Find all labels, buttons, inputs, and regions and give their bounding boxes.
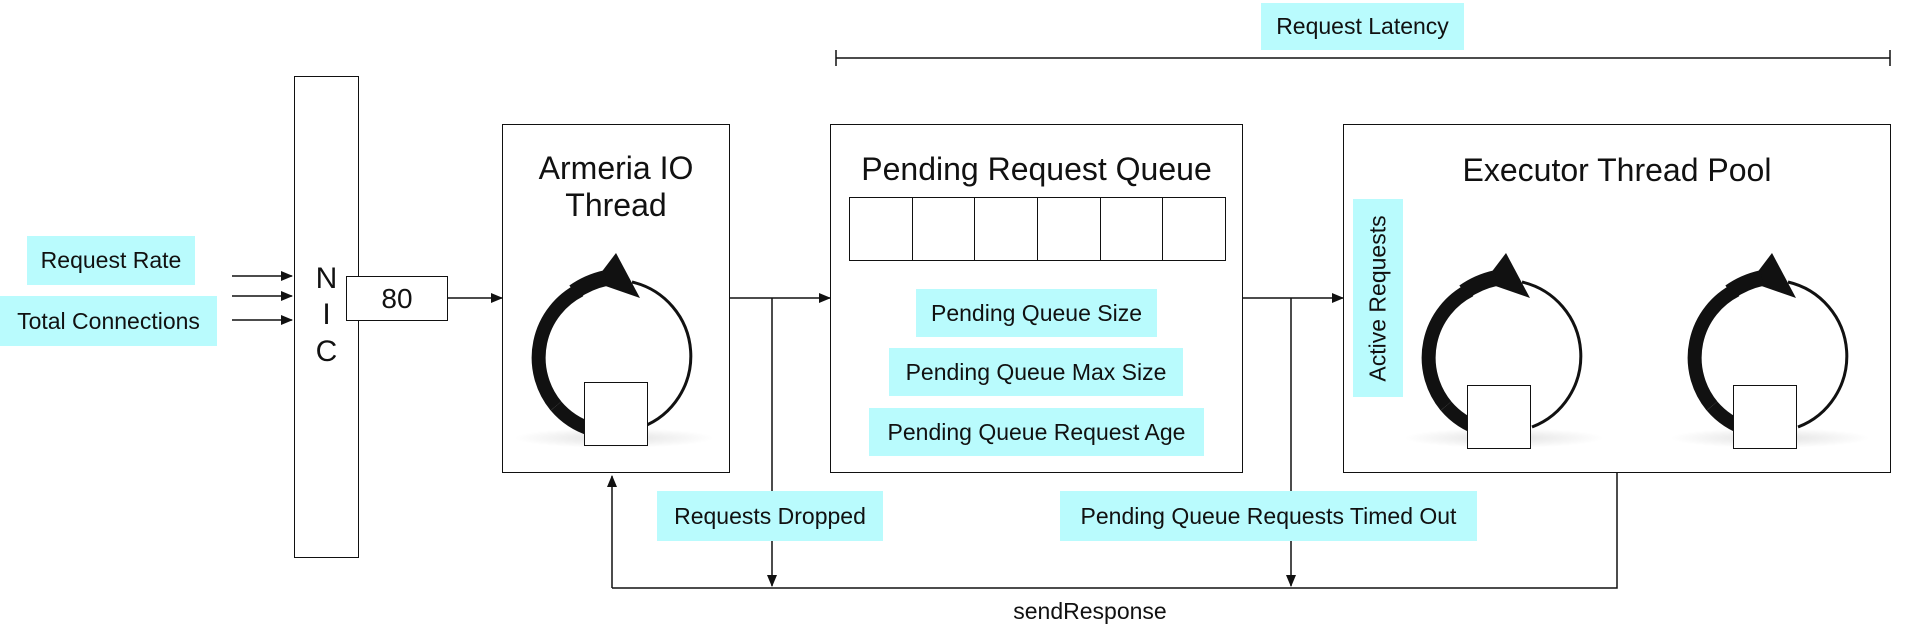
request-rate-label: Request Rate — [27, 236, 195, 285]
executor-thread-1-task-square — [1467, 385, 1531, 449]
io-thread-title-line2: Thread — [565, 187, 667, 223]
nic-letter-n: N — [315, 262, 338, 295]
queue-slot — [1163, 198, 1225, 260]
pending-queue-max-size-label: Pending Queue Max Size — [889, 348, 1183, 396]
queue-slot — [1101, 198, 1164, 260]
active-requests-text: Active Requests — [1364, 214, 1391, 382]
queue-slot — [975, 198, 1039, 260]
total-connections-label: Total Connections — [0, 296, 217, 346]
request-latency-label: Request Latency — [1261, 3, 1464, 50]
nic-letter-i: I — [322, 298, 331, 331]
pending-queue-title: Pending Request Queue — [861, 151, 1212, 187]
queue-slot — [1038, 198, 1101, 260]
incoming-arrows — [232, 271, 293, 325]
nic-letter-c: C — [315, 335, 338, 368]
port-number: 80 — [381, 282, 413, 314]
requests-dropped-label: Requests Dropped — [657, 491, 883, 541]
io-thread-title-line1: Armeria IO — [538, 150, 694, 186]
pending-queue-size-label: Pending Queue Size — [916, 289, 1157, 337]
pending-queue-request-age-label: Pending Queue Request Age — [869, 408, 1204, 456]
executor-pool-title: Executor Thread Pool — [1462, 152, 1772, 188]
active-requests-label: Active Requests — [1353, 199, 1403, 397]
queue-slot — [913, 198, 976, 260]
port-box: 80 — [346, 276, 448, 321]
io-thread-box — [502, 124, 730, 473]
queue-slots — [849, 197, 1226, 261]
executor-thread-2-task-square — [1733, 385, 1797, 449]
request-latency-bracket — [835, 50, 1891, 66]
queue-slot — [850, 198, 913, 260]
send-response-label: sendResponse — [1013, 598, 1167, 624]
executor-pool-box — [1343, 124, 1891, 473]
send-response-loop — [607, 473, 1618, 589]
io-thread-task-square — [584, 382, 648, 446]
pending-queue-timed-out-label: Pending Queue Requests Timed Out — [1060, 491, 1477, 541]
